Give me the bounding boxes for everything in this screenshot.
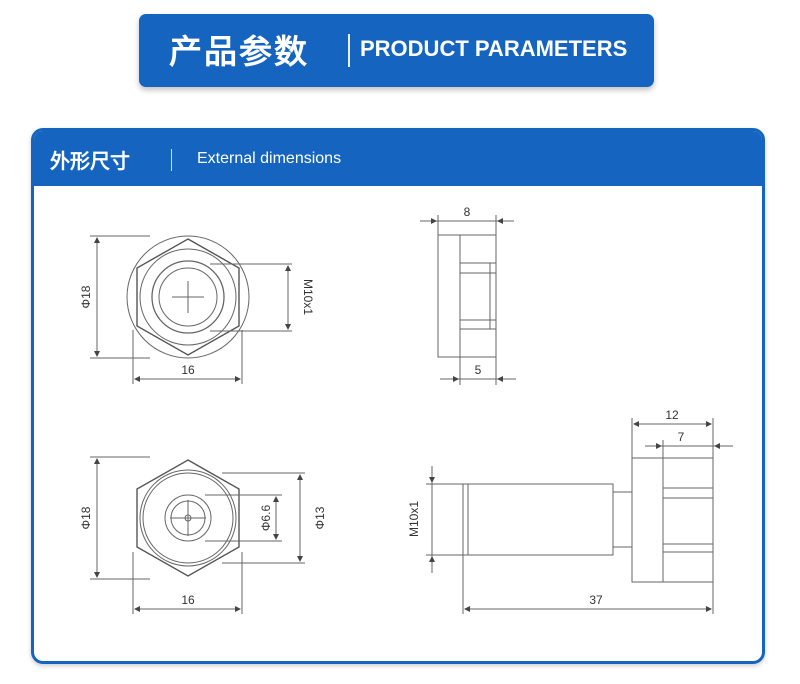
front-view-top [90,235,292,384]
dim-bolt-length: 37 [589,593,603,607]
dim-top-width: 16 [181,363,195,377]
dim-head-inner: 7 [678,430,685,444]
dim-top-thread: M10x1 [301,279,315,315]
dim-head-length: 12 [665,408,679,422]
dim-bottom-diameter: Φ18 [79,506,93,529]
dim-side-inner: 5 [475,363,482,377]
section-title-cn: 外形尺寸 [50,149,130,173]
dim-bottom-bore: Φ6.6 [259,505,273,532]
dim-bottom-outer: Φ13 [313,506,327,529]
section-divider [171,149,172,171]
side-view-top [420,215,516,385]
dimensions-panel: 外形尺寸 External dimensions [31,128,765,664]
banner-divider [348,34,350,67]
banner-title-en: PRODUCT PARAMETERS [360,36,628,61]
dim-bolt-thread: M10x1 [407,501,421,537]
front-view-bottom [90,456,305,614]
banner-title-cn: 产品参数 [169,32,309,71]
dim-bottom-width: 16 [181,593,195,607]
section-title-en: External dimensions [197,150,342,167]
panel-header: 外形尺寸 External dimensions [34,131,762,186]
dim-top-diameter: Φ18 [79,285,93,308]
parameters-banner: 产品参数 PRODUCT PARAMETERS [139,14,654,87]
dim-side-length: 8 [464,205,471,219]
side-view-bottom [426,418,733,614]
